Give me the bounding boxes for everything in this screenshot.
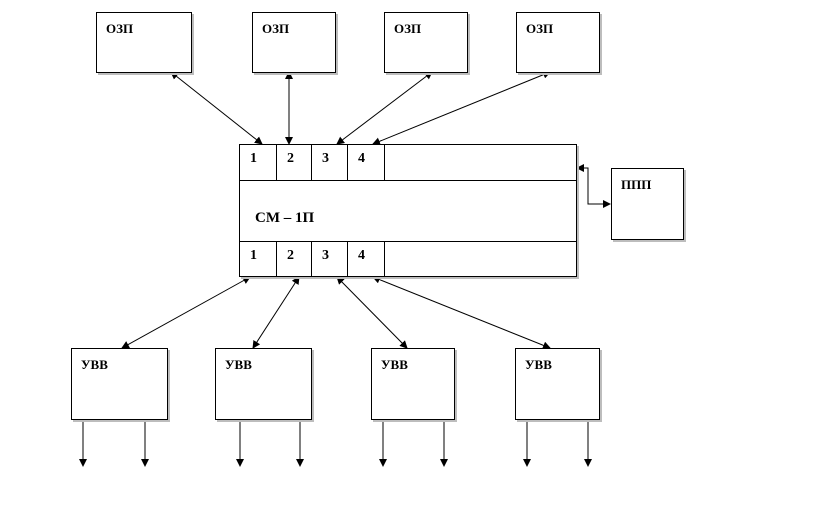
io-device-label: УВВ — [225, 357, 252, 372]
memory-module-3: ОЗП — [384, 12, 468, 73]
link-cpu-ppp — [576, 164, 611, 208]
port-number: 4 — [358, 248, 365, 263]
link-port1-uvv1 — [121, 276, 251, 349]
processor-label: СМ – 1П — [255, 210, 315, 226]
top-port-divider — [240, 180, 576, 181]
bottom-port-4: 4 — [348, 242, 385, 276]
memory-module-label: ОЗП — [526, 21, 554, 36]
io-device-4: УВВ — [515, 348, 600, 420]
port-number: 1 — [250, 151, 257, 166]
processor-block: 1 2 3 4 СМ – 1П 1 2 3 4 — [239, 144, 577, 277]
top-port-2: 2 — [277, 145, 312, 181]
memory-module-1: ОЗП — [96, 12, 192, 73]
io-device-3: УВВ — [371, 348, 455, 420]
link-ozp4-port4 — [372, 70, 551, 146]
port-number: 2 — [287, 248, 294, 263]
memory-module-label: ОЗП — [262, 21, 290, 36]
link-port4-uvv4 — [372, 275, 551, 350]
top-port-4: 4 — [348, 145, 385, 181]
top-port-3: 3 — [312, 145, 348, 181]
port-number: 3 — [322, 151, 329, 166]
link-ozp3-port3 — [336, 71, 433, 145]
memory-module-4: ОЗП — [516, 12, 600, 73]
control-unit-block: ППП — [611, 168, 684, 240]
io-device-label: УВВ — [525, 357, 552, 372]
memory-module-label: ОЗП — [394, 21, 422, 36]
memory-module-2: ОЗП — [252, 12, 336, 73]
link-port3-uvv3 — [336, 276, 408, 349]
port-number: 4 — [358, 151, 365, 166]
control-unit-label: ППП — [621, 177, 652, 192]
top-port-1: 1 — [240, 145, 277, 181]
bottom-port-2: 2 — [277, 242, 312, 276]
bottom-port-1: 1 — [240, 242, 277, 276]
port-number: 1 — [250, 248, 257, 263]
bottom-port-3: 3 — [312, 242, 348, 276]
io-device-label: УВВ — [381, 357, 408, 372]
memory-module-label: ОЗП — [106, 21, 134, 36]
link-port2-uvv2 — [252, 276, 300, 349]
bottom-port-divider — [240, 241, 576, 242]
io-device-2: УВВ — [215, 348, 312, 420]
link-ozp1-port1 — [170, 71, 263, 145]
io-device-1: УВВ — [71, 348, 168, 420]
port-number: 3 — [322, 248, 329, 263]
port-number: 2 — [287, 151, 294, 166]
io-device-label: УВВ — [81, 357, 108, 372]
